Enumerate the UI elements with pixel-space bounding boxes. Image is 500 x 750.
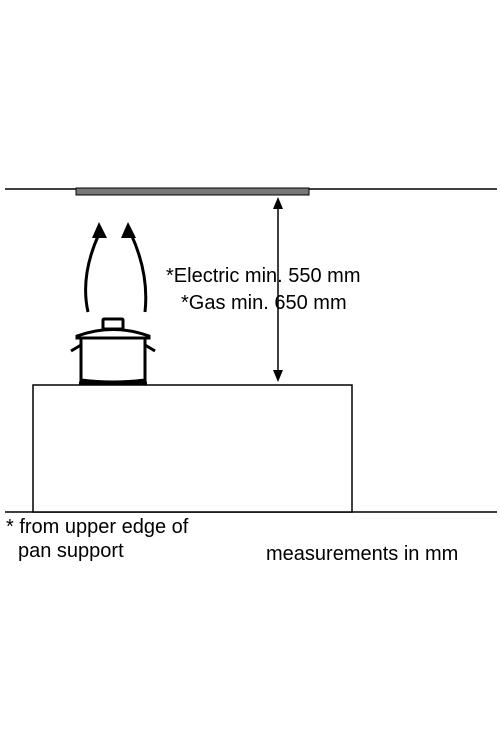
pot-icon: [70, 317, 156, 385]
footnote: * from upper edge of pan support: [6, 515, 188, 563]
footnote-line-1: * from upper edge of: [6, 516, 189, 538]
gas-clearance-label: *Gas min. 650 mm: [181, 292, 347, 314]
hood-plate: [75, 187, 310, 196]
units-note: measurements in mm: [266, 543, 459, 565]
heat-rising-arrows-icon: [84, 222, 148, 313]
cooktop-counter: [32, 384, 353, 513]
electric-clearance-label: *Electric min. 550 mm: [166, 265, 361, 287]
footnote-line-2: pan support: [18, 540, 124, 562]
clearance-dimension-arrow: [273, 197, 283, 382]
